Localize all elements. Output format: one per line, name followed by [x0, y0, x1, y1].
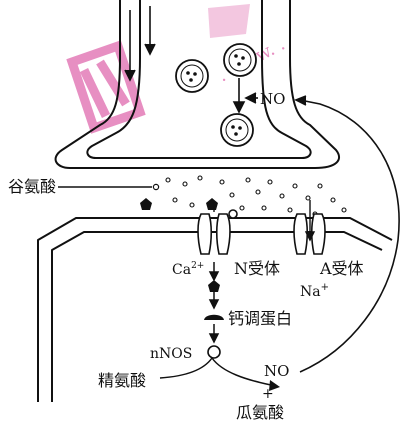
- reaction-arrow: [160, 358, 276, 386]
- synaptic-vesicles: [176, 44, 256, 146]
- vesicle-arrow: [234, 78, 244, 112]
- postsynaptic-membrane-outer: [38, 218, 392, 402]
- glutamate-label: 谷氨酸: [8, 177, 56, 196]
- calcium-pentagons: [140, 198, 218, 210]
- n-receptor-label: N受体: [234, 259, 280, 278]
- citrulline-label: 瓜氨酸: [236, 403, 284, 422]
- vesicle-left: [176, 60, 208, 92]
- calmodulin-label: 钙调蛋白: [228, 309, 292, 328]
- vesicle-docked: [221, 114, 253, 146]
- na-label: Na+: [300, 282, 329, 300]
- plus-sign: +: [262, 386, 274, 402]
- watermark-seal-icon: [208, 4, 250, 38]
- no-label-bottom: NO: [264, 362, 289, 380]
- vesicle-right: [224, 44, 256, 76]
- a-receptor-label: A受体: [319, 259, 364, 278]
- ca-label: Ca2+: [172, 261, 204, 278]
- cascade-arrows: [210, 262, 218, 342]
- nnos-label: nNOS: [150, 346, 192, 362]
- no-label-top: NO: [260, 90, 285, 108]
- nnos-icon: [208, 346, 220, 358]
- calmodulin-icon: [204, 315, 224, 320]
- calcium-pentagon-cell: [208, 280, 220, 292]
- postsynaptic-cell: [38, 218, 392, 402]
- arginine-label: 精氨酸: [98, 371, 146, 390]
